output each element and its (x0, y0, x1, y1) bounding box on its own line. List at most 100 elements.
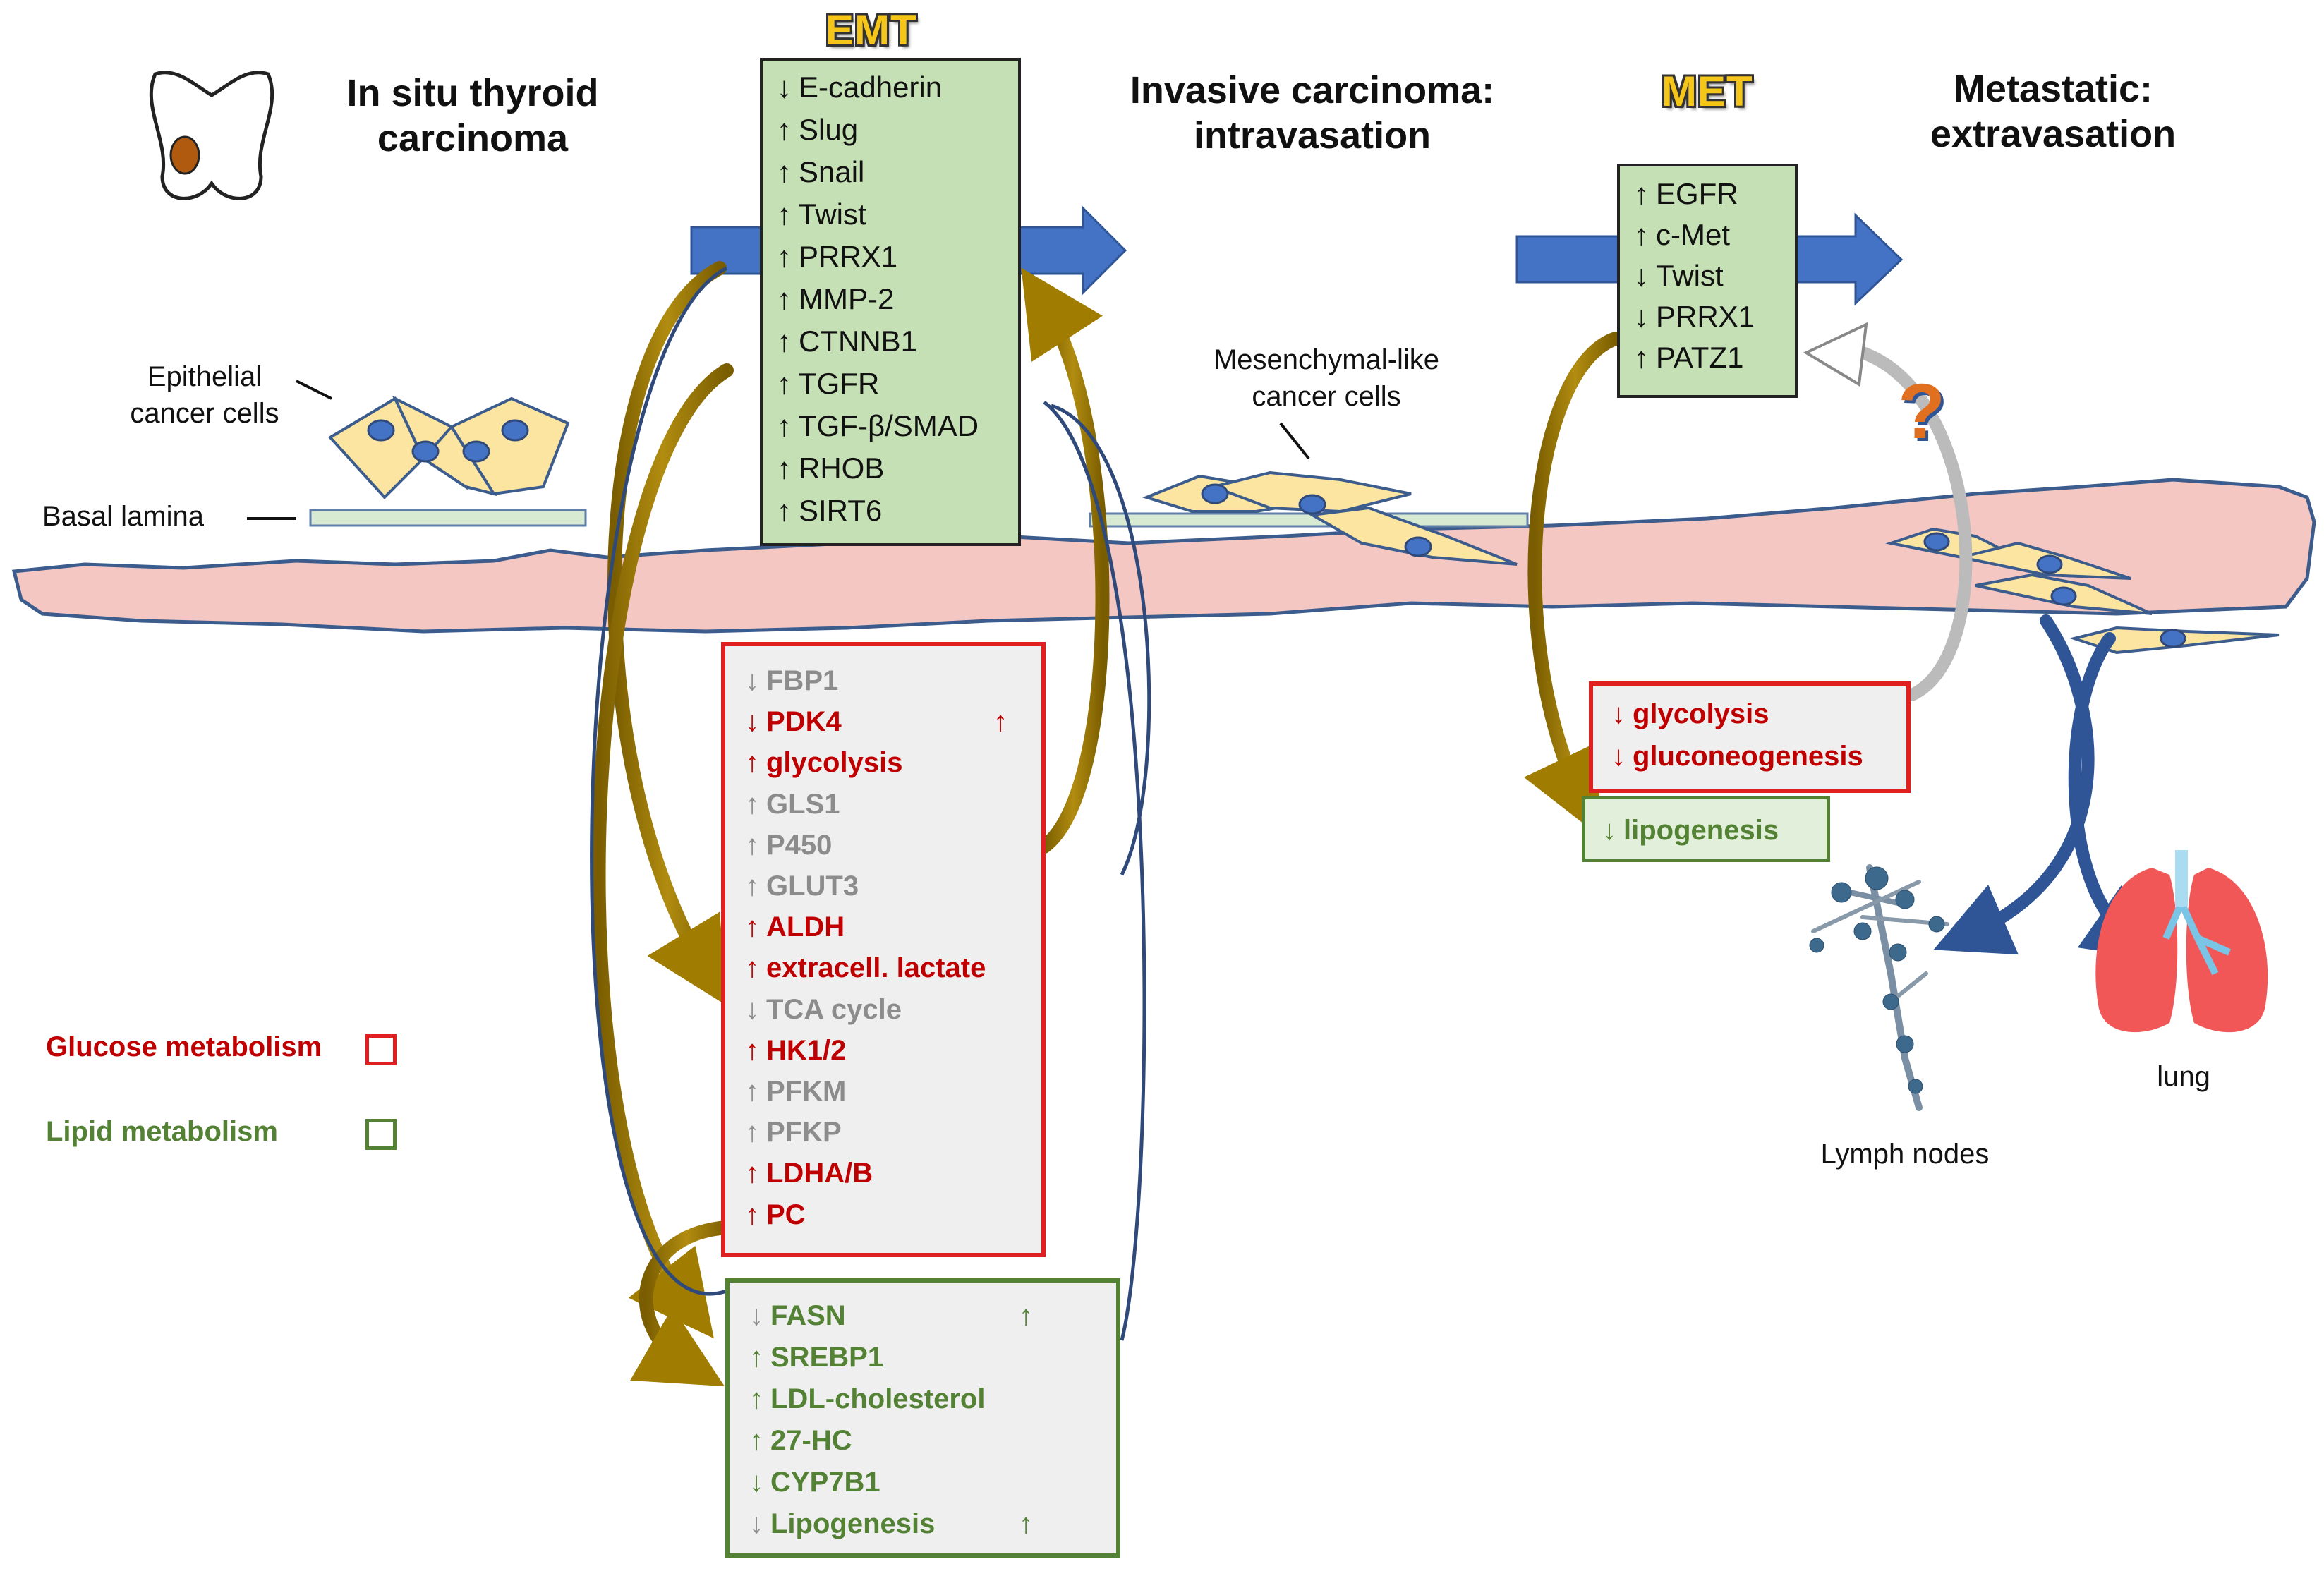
glucose-box-row: ↑GLUT3 (745, 866, 859, 907)
emt-box-row: ↑RHOB (777, 447, 884, 490)
secondary-arrow: ↑ (993, 706, 1007, 738)
met-box-row: ↑EGFR (1634, 174, 1738, 214)
glucose-box-row: ↑LDHA/B (745, 1153, 873, 1194)
arrow-glyph: ↑ (745, 788, 759, 820)
arrow-glyph: ↑ (745, 1199, 759, 1230)
emt-box-row: ↑CTNNB1 (777, 320, 917, 363)
emt-box-row: ↑PRRX1 (777, 236, 897, 278)
marker-text: PATZ1 (1656, 341, 1744, 374)
marker-text: glycolysis (766, 747, 903, 779)
glucose-metabolism-box: ↓FBP1↓PDK4↑↑glycolysis↑GLS1↑P450↑GLUT3↑A… (721, 642, 1046, 1257)
lymph-nodes-label: Lymph nodes (1820, 1139, 1990, 1170)
arrow-glyph: ↑ (745, 1158, 759, 1189)
secondary-arrow: ↑ (1019, 1508, 1033, 1539)
lipid-box-row: ↓CYP7B1 (749, 1462, 880, 1503)
arrow-glyph: ↑ (749, 1383, 763, 1414)
legend-lipid-label: Lipid metabolism (46, 1116, 278, 1147)
lipid-box-row: ↑27-HC (749, 1420, 852, 1462)
emt-box-row: ↑TGFR (777, 363, 879, 405)
met-glucose-box-row: ↓glycolysis (1611, 693, 1769, 735)
arrow-glyph: ↓ (745, 706, 759, 738)
glucose-box-row: ↑PFKP (745, 1112, 842, 1153)
met-glucose-box: ↓glycolysis↓gluconeogenesis (1589, 681, 1911, 793)
emt-box-row: ↑MMP-2 (777, 278, 894, 320)
marker-text: FBP1 (766, 665, 839, 696)
arrow-glyph: ↑ (777, 451, 792, 485)
emt-label: EMT (825, 6, 917, 54)
stage-title-in-situ: In situ thyroid carcinoma (346, 72, 599, 159)
legend-glucose-swatch (365, 1034, 397, 1065)
met-box-row: ↑c-Met (1634, 214, 1730, 255)
arrow-glyph: ↑ (1634, 218, 1649, 251)
marker-text: PC (766, 1199, 806, 1230)
met-glucose-box-row: ↓gluconeogenesis (1611, 735, 1863, 777)
marker-text: MMP-2 (799, 282, 895, 315)
glucose-box-row: ↓FBP1 (745, 660, 838, 701)
marker-text: gluconeogenesis (1633, 741, 1863, 772)
marker-text: lipogenesis (1623, 815, 1779, 846)
marker-text: PRRX1 (1656, 300, 1755, 333)
marker-text: PFKM (766, 1076, 847, 1107)
marker-text: glycolysis (1633, 698, 1769, 729)
question-arrow (1856, 346, 1973, 701)
marker-text: SIRT6 (799, 494, 883, 527)
met-lipid-box: ↓lipogenesis (1582, 796, 1830, 862)
arrow-glyph: ↑ (777, 155, 792, 188)
marker-text: Snail (799, 155, 865, 188)
marker-text: PFKP (766, 1117, 842, 1148)
emt-marker-box: ↓E-cadherin↑Slug↑Snail↑Twist↑PRRX1↑MMP-2… (760, 58, 1021, 546)
arrow-glyph: ↑ (777, 282, 792, 315)
marker-text: GLUT3 (766, 871, 859, 902)
legend-lipid-swatch (365, 1119, 397, 1150)
arrow-glyph: ↑ (777, 494, 792, 527)
mesenchymal-cells-label: Mesenchymal-like cancer cells (1213, 344, 1440, 412)
emt-box-row: ↑Snail (777, 151, 864, 193)
glucose-box-row: ↑extracell. lactate (745, 947, 986, 988)
basal-lamina-middle (1089, 512, 1529, 528)
marker-text: TGF-β/SMAD (799, 409, 979, 442)
arrow-glyph: ↑ (1634, 341, 1649, 374)
arrow-glyph: ↑ (745, 911, 759, 943)
marker-text: FASN (770, 1300, 846, 1331)
marker-text: LDHA/B (766, 1158, 873, 1189)
marker-text: Twist (1656, 259, 1724, 292)
arrow-glyph: ↑ (745, 1117, 759, 1148)
arrow-glyph: ↓ (745, 993, 759, 1025)
lipid-box-row: ↑LDL-cholesterol (749, 1378, 985, 1420)
epithelial-cells-label: Epithelial cancer cells (130, 361, 279, 429)
marker-text: PRRX1 (799, 240, 898, 273)
arrow-glyph: ↓ (749, 1300, 763, 1331)
marker-text: E-cadherin (799, 71, 943, 104)
lipid-box-row: ↑SREBP1 (749, 1337, 883, 1378)
arrow-glyph: ↓ (745, 665, 759, 696)
basal-lamina-label: Basal lamina (42, 501, 205, 532)
met-lipid-box-row: ↓lipogenesis (1602, 809, 1779, 851)
arrow-glyph: ↑ (749, 1342, 763, 1373)
glucose-box-row: ↑PFKM (745, 1071, 846, 1112)
emt-box-row: ↑TGF-β/SMAD (777, 405, 979, 447)
met-box-row: ↓PRRX1 (1634, 296, 1755, 337)
met-box-row: ↑PATZ1 (1634, 337, 1743, 378)
met-box-row: ↓Twist (1634, 255, 1724, 296)
marker-text: c-Met (1656, 218, 1730, 251)
arrow-glyph: ↓ (749, 1508, 763, 1539)
met-marker-box: ↑EGFR↑c-Met↓Twist↓PRRX1↑PATZ1 (1617, 164, 1798, 398)
marker-text: Twist (799, 198, 866, 231)
basal-lamina-left (309, 509, 587, 527)
arrow-glyph: ↑ (749, 1425, 763, 1456)
marker-text: CTNNB1 (799, 325, 918, 358)
arrow-glyph: ↑ (777, 198, 792, 231)
emt-box-row: ↓E-cadherin (777, 66, 942, 109)
glucose-box-row: ↑GLS1 (745, 784, 840, 825)
glucose-box-row: ↑HK1/2 (745, 1030, 846, 1071)
lipid-box-row: ↓FASN (749, 1295, 846, 1337)
marker-text: Slug (799, 113, 859, 146)
met-label: MET (1662, 68, 1753, 115)
arrow-glyph: ↑ (777, 240, 792, 273)
stage-title-metastatic: Metastatic: extravasation (1930, 68, 2177, 155)
legend-glucose-label: Glucose metabolism (46, 1031, 322, 1062)
marker-text: CYP7B1 (770, 1467, 880, 1498)
glucose-box-row: ↓TCA cycle (745, 989, 902, 1030)
arrow-glyph: ↑ (745, 952, 759, 984)
